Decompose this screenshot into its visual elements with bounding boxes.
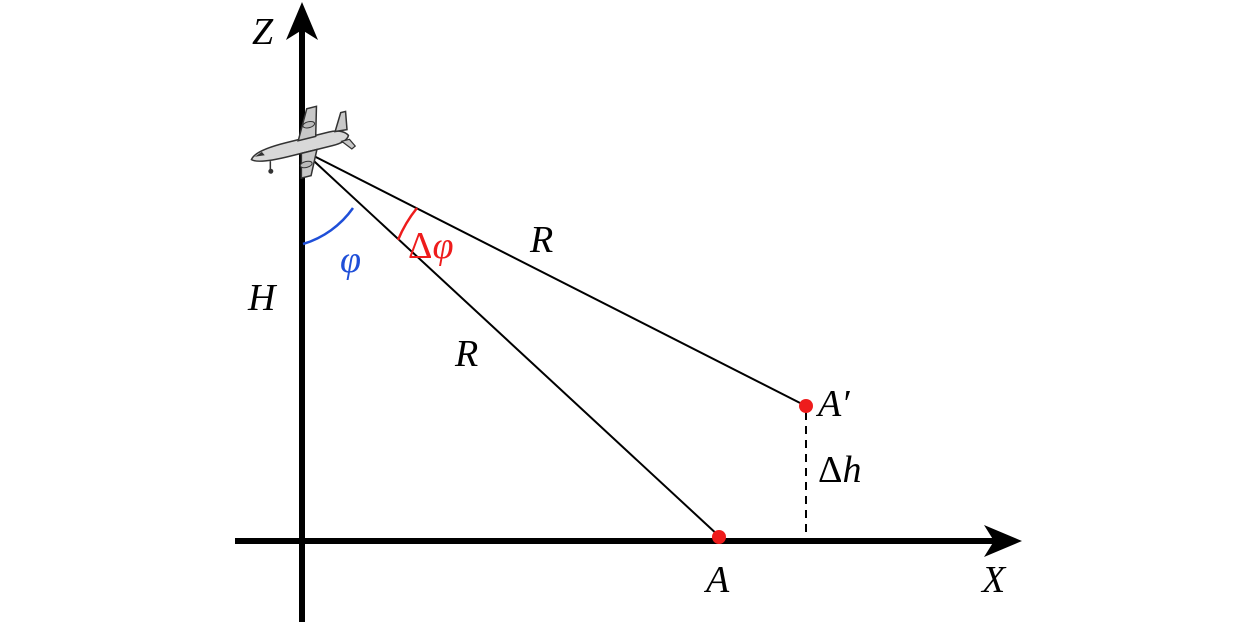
look-angle-label: φ xyxy=(340,239,361,281)
delta-angle-symbol: Δ xyxy=(408,225,432,267)
height-label: H xyxy=(247,277,278,319)
look-angle-arc xyxy=(302,207,355,246)
x-axis-label: X xyxy=(980,559,1007,601)
delta-angle-var: φ xyxy=(432,225,453,267)
range-line-lower xyxy=(301,149,721,538)
range-line-upper xyxy=(301,149,807,407)
delta-angle-label: Δφ xyxy=(408,225,453,267)
point-a xyxy=(712,530,726,544)
z-axis-label: Z xyxy=(252,11,274,53)
range-label-upper: R xyxy=(529,219,553,261)
delta-h-symbol: Δ xyxy=(818,449,842,491)
point-a-label: A xyxy=(703,559,730,601)
point-a-prime-label: A′ xyxy=(815,383,850,425)
x-axis xyxy=(235,525,1022,557)
airplane-icon xyxy=(250,105,357,180)
range-label-lower: R xyxy=(454,333,478,375)
z-axis xyxy=(286,2,318,622)
delta-h-var: h xyxy=(842,449,861,491)
delta-h-label: Δh xyxy=(818,449,861,491)
delta-angle-arc xyxy=(396,207,418,241)
x-axis-arrowhead xyxy=(984,525,1022,557)
z-axis-arrowhead xyxy=(286,2,318,40)
point-a-prime xyxy=(799,399,813,413)
